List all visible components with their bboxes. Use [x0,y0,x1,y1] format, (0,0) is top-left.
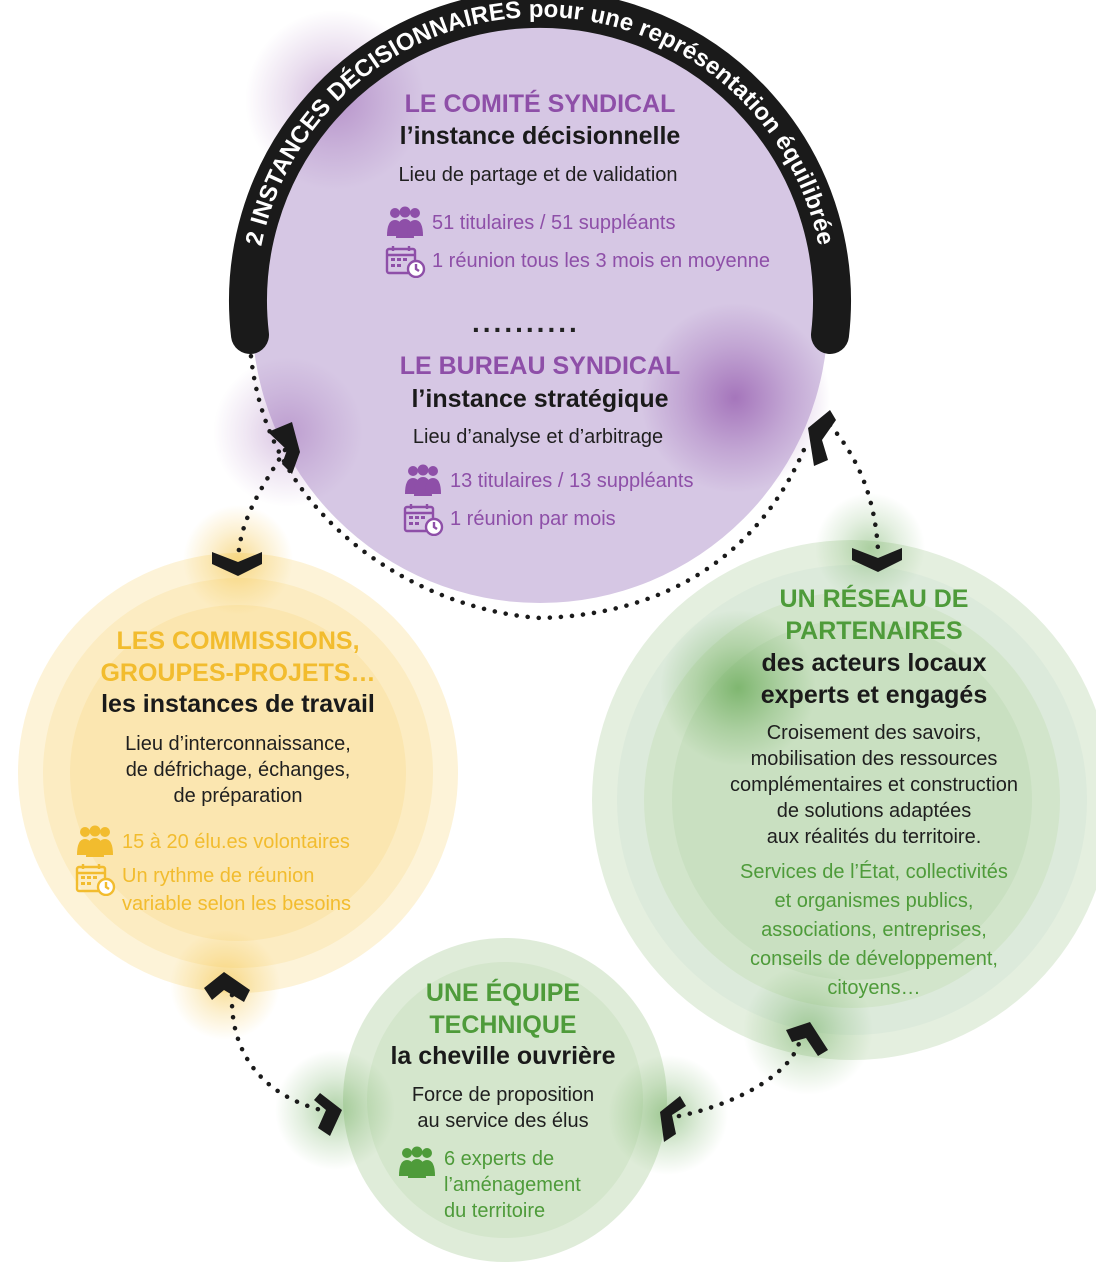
team-circle [343,938,667,1262]
reseau-partners: Services de l’État, collectivités et org… [674,858,1074,1003]
chevron-right-top-icon [808,410,836,466]
calendar-clock-icon [385,246,426,278]
separator-dots: .......... [472,307,580,338]
reseau-subtitle: des acteurs locaux experts et engagés [674,647,1074,711]
commissions-title: LES COMMISSIONS, GROUPES-PROJETS… [38,625,438,689]
comite-subtitle: l’instance décisionnelle [399,122,681,150]
comite-description: Lieu de partage et de validation [398,164,678,186]
chevron-right-team-icon [314,1093,342,1136]
halo-yellow-top [183,505,293,615]
calendar-clock-icon [75,864,116,896]
dotted-connectors [229,342,881,1121]
reseau-partners-line-3: associations, entreprises, [761,919,987,941]
commissions-subtitle: les instances de travail [101,690,375,718]
commissions-stat-members-label: 15 à 20 élu.es volontaires [122,830,350,853]
bureau-stat-meetings: 1 réunion par mois [402,502,616,536]
chevron-left-team-icon [660,1096,686,1142]
connector-bureau-loop [247,342,811,621]
connector-team-partners [665,1037,803,1121]
equipe-stat-line-2: l’aménagement [444,1174,581,1196]
bureau-stat-members: 13 titulaires / 13 suppléants [402,464,694,498]
equipe-title: UNE ÉQUIPE TECHNIQUE [303,977,703,1041]
equipe-description-line-1: Force de proposition [411,1084,595,1106]
commissions-stat-members: 15 à 20 élu.es volontaires [74,825,350,859]
commissions-title-line-2: GROUPES-PROJETS… [100,659,376,687]
reseau-description-line-2: mobilisation des ressources [750,748,998,770]
group-people-icon [387,206,423,238]
halo-green-top [815,493,925,603]
chevron-down-green-icon [852,548,902,572]
comite-stat-meetings: 1 réunion tous les 3 mois en moyenne [384,244,770,278]
equipe-stat-line-3: du territoire [444,1200,546,1222]
bureau-subtitle: l’instance stratégique [411,385,669,413]
bureau-stat-members-label: 13 titulaires / 13 suppléants [450,469,694,492]
equipe-title-line-2: TECHNIQUE [429,1011,577,1039]
bureau-stat-meetings-label: 1 réunion par mois [450,507,616,530]
group-people-icon [399,1146,435,1178]
commissions-description-line-1: Lieu d’interconnaissance, [125,733,351,755]
reseau-partners-line-5: citoyens… [827,977,921,999]
connector-commissions-team [229,992,333,1115]
chevron-down-yellow-icon [212,552,262,576]
halo-green-partners [660,610,816,766]
commissions-circle [18,553,458,993]
equipe-title-line-1: UNE ÉQUIPE [425,979,581,1007]
equipe-stat-members: 6 experts de l’aménagement du territoire [396,1146,581,1224]
bureau-description: Lieu d’analyse et d’arbitrage [412,426,664,448]
reseau-partners-line-1: Services de l’État, collectivités [740,861,1008,883]
reseau-title: UN RÉSEAU DE PARTENAIRES [674,583,1074,647]
reseau-description-line-3: complémentaires et construction [730,774,1018,796]
group-people-icon [77,825,113,857]
commissions-title-line-1: LES COMMISSIONS, [116,627,360,655]
chevrons [204,410,902,1142]
commissions-description: Lieu d’interconnaissance, de défrichage,… [38,731,438,809]
reseau-description-line-1: Croisement des savoirs, [766,722,982,744]
comite-stat-members: 51 titulaires / 51 suppléants [384,206,676,240]
calendar-clock-icon [403,504,444,536]
reseau-description-line-5: aux réalités du territoire. [766,826,982,848]
reseau-title-line-2: PARTENAIRES [785,617,963,645]
chevron-up-green-icon [786,1022,828,1056]
reseau-partners-line-2: et organismes publics, [774,890,974,912]
reseau-partners-line-4: conseils de développement, [750,948,998,970]
reseau-title-line-1: UN RÉSEAU DE [779,585,969,613]
commissions-description-line-2: de défrichage, échanges, [125,759,351,781]
comite-title: LE COMITÉ SYNDICAL [404,90,676,118]
banner-band [229,0,851,354]
chevron-left-top-icon [268,422,300,474]
equipe-subtitle: la cheville ouvrière [390,1042,616,1070]
reseau-subtitle-line-2: experts et engagés [760,681,988,709]
bureau-title: LE BUREAU SYNDICAL [399,352,681,380]
comite-stat-meetings-label: 1 réunion tous les 3 mois en moyenne [432,249,770,272]
commissions-stat-meetings-line-2: variable selon les besoins [122,893,352,915]
commissions-description-line-3: de préparation [173,785,303,807]
chevron-up-yellow-icon [204,972,250,1002]
connector-to-partners [827,422,881,553]
equipe-description: Force de proposition au service des élus [303,1082,703,1134]
equipe-stat-line-1: 6 experts de [444,1148,555,1170]
reseau-description-line-4: de solutions adaptées [776,800,972,822]
commissions-stat-meetings: Un rythme de réunion variable selon les … [74,862,351,918]
equipe-description-line-2: au service des élus [417,1110,589,1132]
commissions-stat-meetings-line-1: Un rythme de réunion [122,865,315,887]
group-people-icon [405,464,441,496]
reseau-subtitle-line-1: des acteurs locaux [761,649,987,677]
reseau-description: Croisement des savoirs, mobilisation des… [674,720,1074,850]
halo-purple-right [640,303,830,493]
comite-stat-members-label: 51 titulaires / 51 suppléants [432,211,676,234]
